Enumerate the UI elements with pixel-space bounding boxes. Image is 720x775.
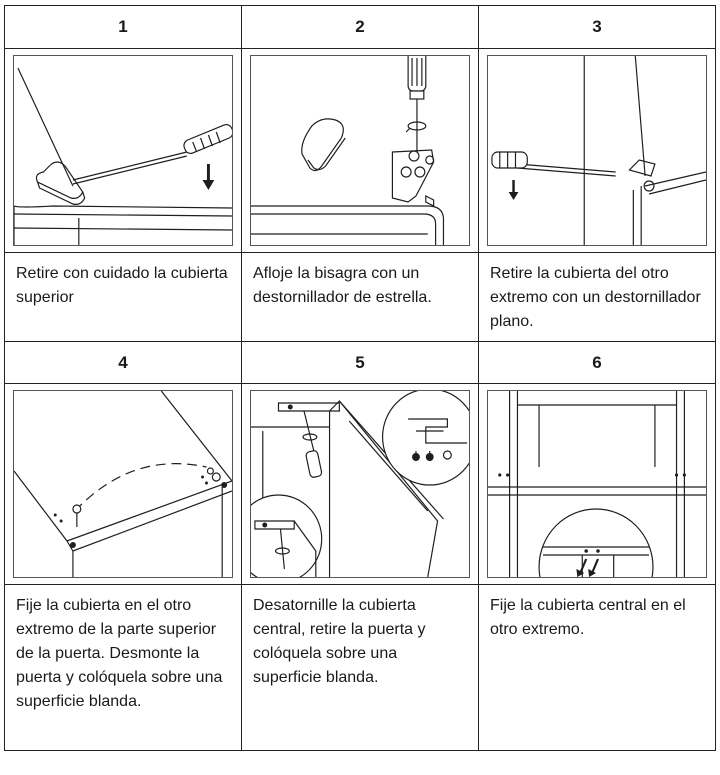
step-5-text: Desatornille la cubierta central, retire… (241, 584, 479, 751)
step-3-image-cell (478, 48, 716, 253)
step-2-text: Afloje la bisagra con un destornillador … (241, 252, 479, 342)
text-row-top: Retire con cuidado la cubierta superior … (4, 252, 716, 342)
step-4-illustration (13, 390, 233, 578)
header-row-bottom: 4 5 6 (4, 341, 716, 384)
instruction-grid: 1 2 3 (4, 5, 716, 751)
step-4-image-cell (4, 383, 242, 585)
step-5-illustration (250, 390, 470, 578)
header-row-top: 1 2 3 (4, 5, 716, 49)
step-6-number: 6 (478, 341, 716, 384)
step-1-illustration (13, 55, 233, 246)
text-row-bottom: Fije la cubierta en el otro extremo de l… (4, 584, 716, 751)
step-1-text: Retire con cuidado la cubierta superior (4, 252, 242, 342)
step-6-text: Fije la cubierta central en el otro extr… (478, 584, 716, 751)
step-4-text: Fije la cubierta en el otro extremo de l… (4, 584, 242, 751)
step-5-number: 5 (241, 341, 479, 384)
step-2-image-cell (241, 48, 479, 253)
step-3-number: 3 (478, 5, 716, 49)
step-4-number: 4 (4, 341, 242, 384)
step-5-image-cell (241, 383, 479, 585)
steps-table: 1 2 3 (4, 5, 716, 751)
step-6-illustration (487, 390, 707, 578)
step-1-image-cell (4, 48, 242, 253)
step-2-number: 2 (241, 5, 479, 49)
step-3-text: Retire la cubierta del otro extremo con … (478, 252, 716, 342)
image-row-top (4, 48, 716, 253)
step-2-illustration (250, 55, 470, 246)
image-row-bottom (4, 383, 716, 585)
step-6-image-cell (478, 383, 716, 585)
step-3-illustration (487, 55, 707, 246)
step-1-number: 1 (4, 5, 242, 49)
